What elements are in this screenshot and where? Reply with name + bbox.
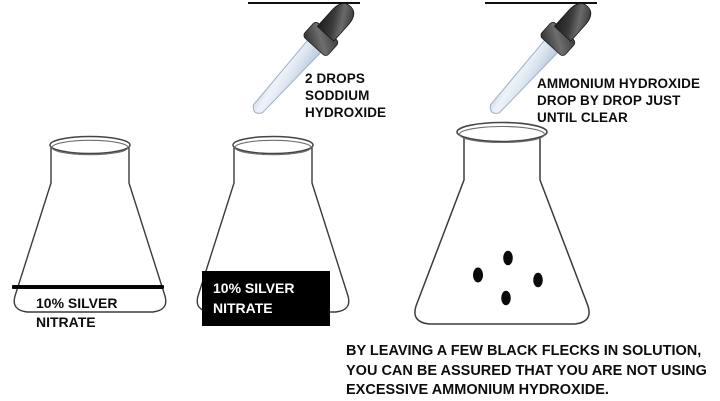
pipette-dropper-icon — [489, 3, 592, 114]
step-2-callout: 2 DROPS SODDIUM HYDROXIDE — [305, 71, 387, 120]
bottom-note: BY LEAVING A FEW BLACK FLECKS IN SOLUTIO… — [346, 343, 707, 398]
step-2-label-plate: 10% SILVER NITRATE — [202, 271, 330, 326]
step-3-callout: AMMONIUM HYDROXIDE DROP BY DROP JUST UNT… — [537, 76, 701, 125]
erlenmeyer-flask-icon — [13, 135, 167, 313]
step-1-caption: 10% SILVER NITRATE — [36, 295, 118, 330]
step-2-dropper — [248, 0, 360, 140]
step-1-flask — [5, 128, 175, 323]
pipette-dropper-icon — [252, 3, 355, 114]
step-3-flask — [402, 110, 602, 335]
liquid-level-rule — [12, 285, 164, 289]
erlenmeyer-flask-icon — [414, 121, 590, 325]
top-rule-left — [248, 2, 360, 4]
black-flecks — [473, 250, 543, 306]
top-rule-right — [485, 2, 597, 4]
step-3-dropper — [485, 0, 597, 140]
